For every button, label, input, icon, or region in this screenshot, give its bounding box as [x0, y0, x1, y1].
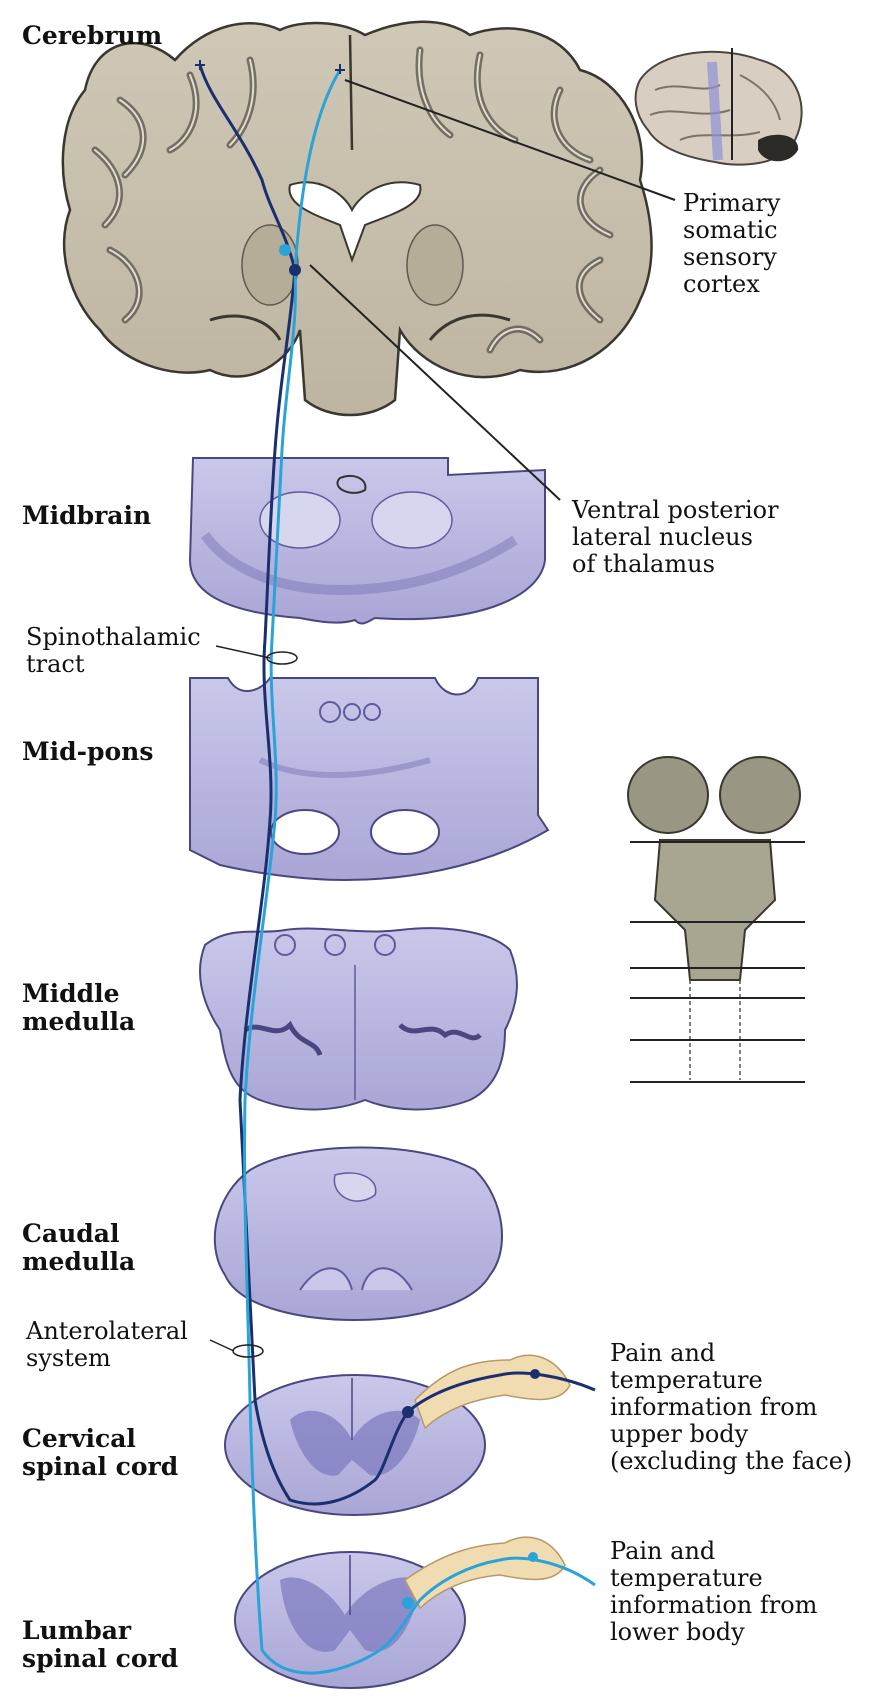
label-midbrain: Midbrain	[22, 502, 151, 530]
mid-pons-section	[190, 678, 548, 880]
thalamus-synapse-light	[279, 244, 291, 256]
caudal-medulla-section	[215, 1148, 502, 1321]
label-mid-pons: Mid-pons	[22, 738, 153, 766]
midbrain-section	[190, 458, 545, 623]
label-cerebrum: Cerebrum	[22, 22, 162, 50]
brainstem-inset	[628, 757, 805, 1082]
cervical-synapse	[402, 1406, 414, 1418]
cerebrum-section	[63, 22, 652, 415]
thalamus-synapse-dark	[289, 264, 301, 276]
lumbar-dorsal-root-ganglion	[405, 1537, 565, 1608]
brain-inset	[636, 48, 802, 165]
lumbar-synapse	[402, 1597, 414, 1609]
